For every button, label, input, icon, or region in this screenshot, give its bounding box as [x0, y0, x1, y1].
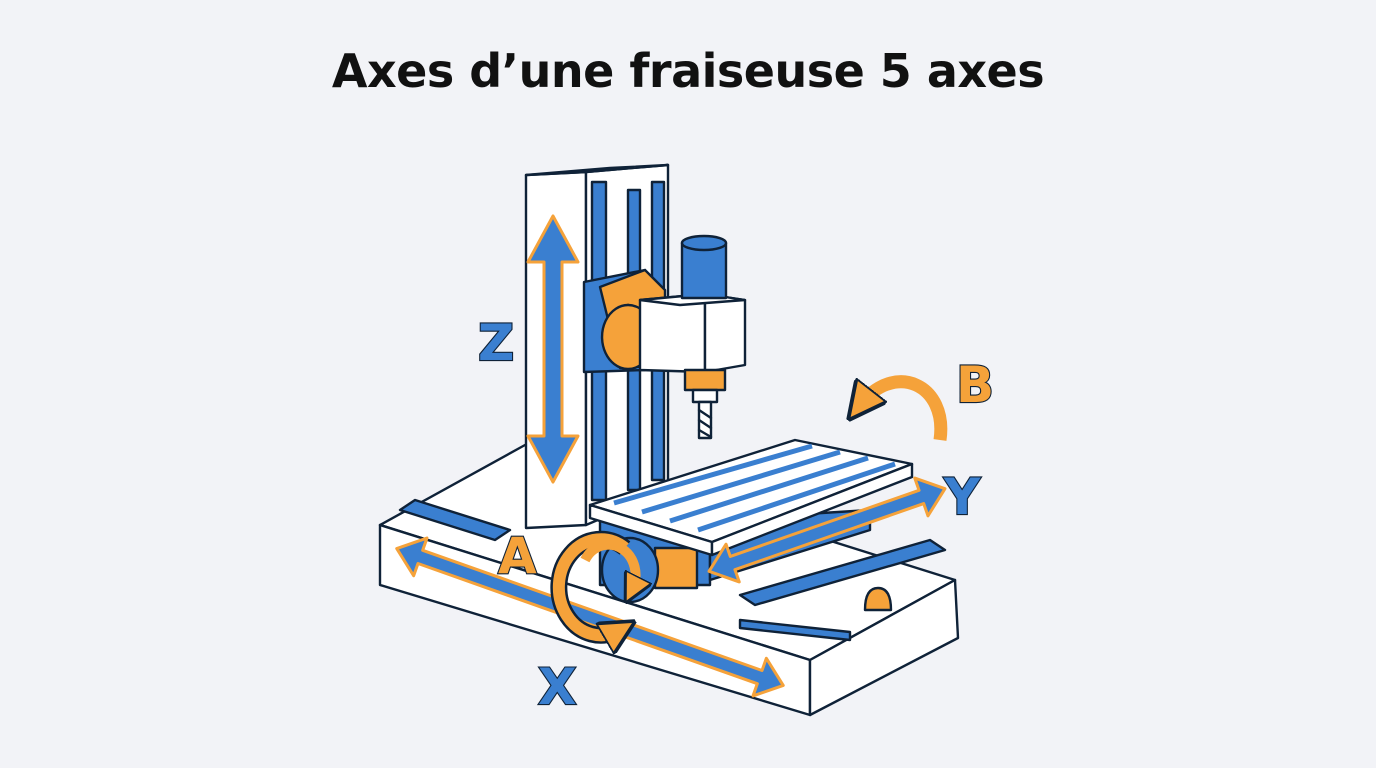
spindle-head: [582, 234, 747, 440]
a-axis-label: A: [498, 527, 537, 585]
z-axis-arrow-icon: [526, 214, 580, 484]
base-rail-front: [738, 618, 852, 642]
base-rail-right: [738, 538, 947, 607]
t-slot-4: [697, 461, 896, 533]
base-rail-left: [398, 498, 512, 542]
diagram-title: Axes d’une fraiseuse 5 axes: [331, 44, 1045, 98]
z-axis-label: Z: [478, 314, 514, 372]
a-axis-rotation-icon: [550, 530, 636, 635]
y-axis-arrow-icon: [707, 476, 947, 584]
y-axis-label: Y: [943, 468, 981, 526]
base-stop: [863, 586, 893, 612]
t-slot-3: [669, 455, 869, 524]
x-axis-arrow-icon: [395, 536, 785, 698]
t-slot-2: [641, 449, 841, 515]
x-axis-label: X: [538, 658, 577, 716]
machine-table: [588, 438, 914, 557]
b-axis-rotation-icon: [860, 375, 948, 441]
b-axis-label: B: [956, 356, 994, 414]
spindle-motor: [680, 241, 728, 300]
t-slot-1: [613, 443, 813, 506]
